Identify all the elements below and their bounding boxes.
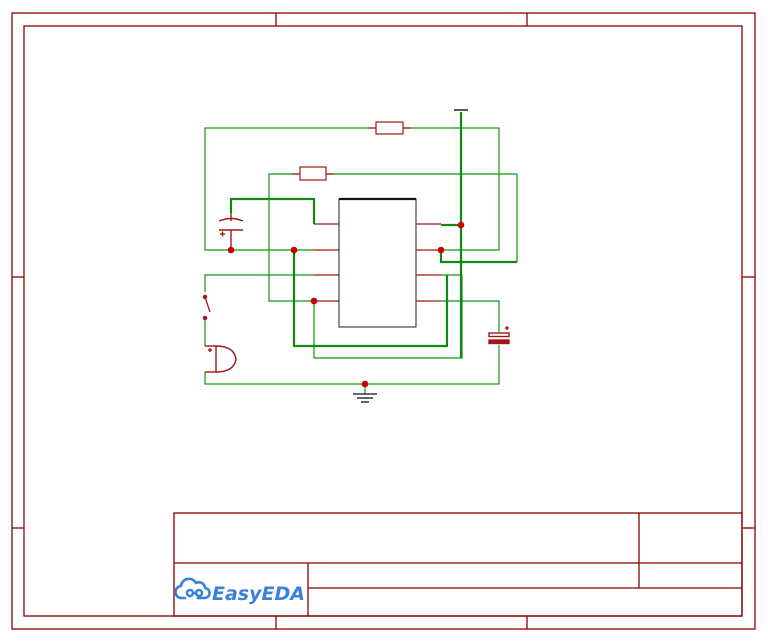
junction-dot <box>457 221 465 229</box>
capacitor-right[interactable] <box>488 326 510 345</box>
push-switch[interactable] <box>202 294 211 321</box>
wire-mid-left <box>268 173 314 302</box>
junction-dot <box>437 246 445 254</box>
junction-dot <box>310 297 318 305</box>
ic-body <box>338 198 417 328</box>
brand-name: EasyEDA <box>212 583 305 605</box>
wire-cap-top <box>229 197 316 224</box>
wires <box>204 127 518 394</box>
easyeda-logo: EasyEDA <box>174 577 305 605</box>
wire-top-loop <box>204 127 376 251</box>
resistor-middle[interactable] <box>292 166 334 181</box>
wire-mid-right <box>326 173 518 262</box>
wire-cap-right-top <box>441 300 500 332</box>
wire-buzzer-ground <box>204 345 500 385</box>
buzzer[interactable] <box>205 345 237 373</box>
wire-switch-top <box>204 274 314 292</box>
wire-pin2-loop <box>292 250 449 348</box>
cloud-link-icon <box>174 577 211 600</box>
wire-pin7 <box>439 250 517 264</box>
junction-dot <box>361 380 369 388</box>
ic-8pin[interactable] <box>314 197 441 328</box>
junction-dot <box>290 246 298 254</box>
resistor-top[interactable] <box>368 121 411 135</box>
junction-dot <box>227 246 235 254</box>
title-block <box>173 512 743 617</box>
ground-symbol-icon <box>353 393 377 403</box>
ic-pins <box>314 223 441 302</box>
wire-top-right <box>403 127 500 251</box>
junctions <box>227 221 465 388</box>
wire-vcc <box>441 112 463 227</box>
capacitor-left[interactable] <box>218 213 244 250</box>
